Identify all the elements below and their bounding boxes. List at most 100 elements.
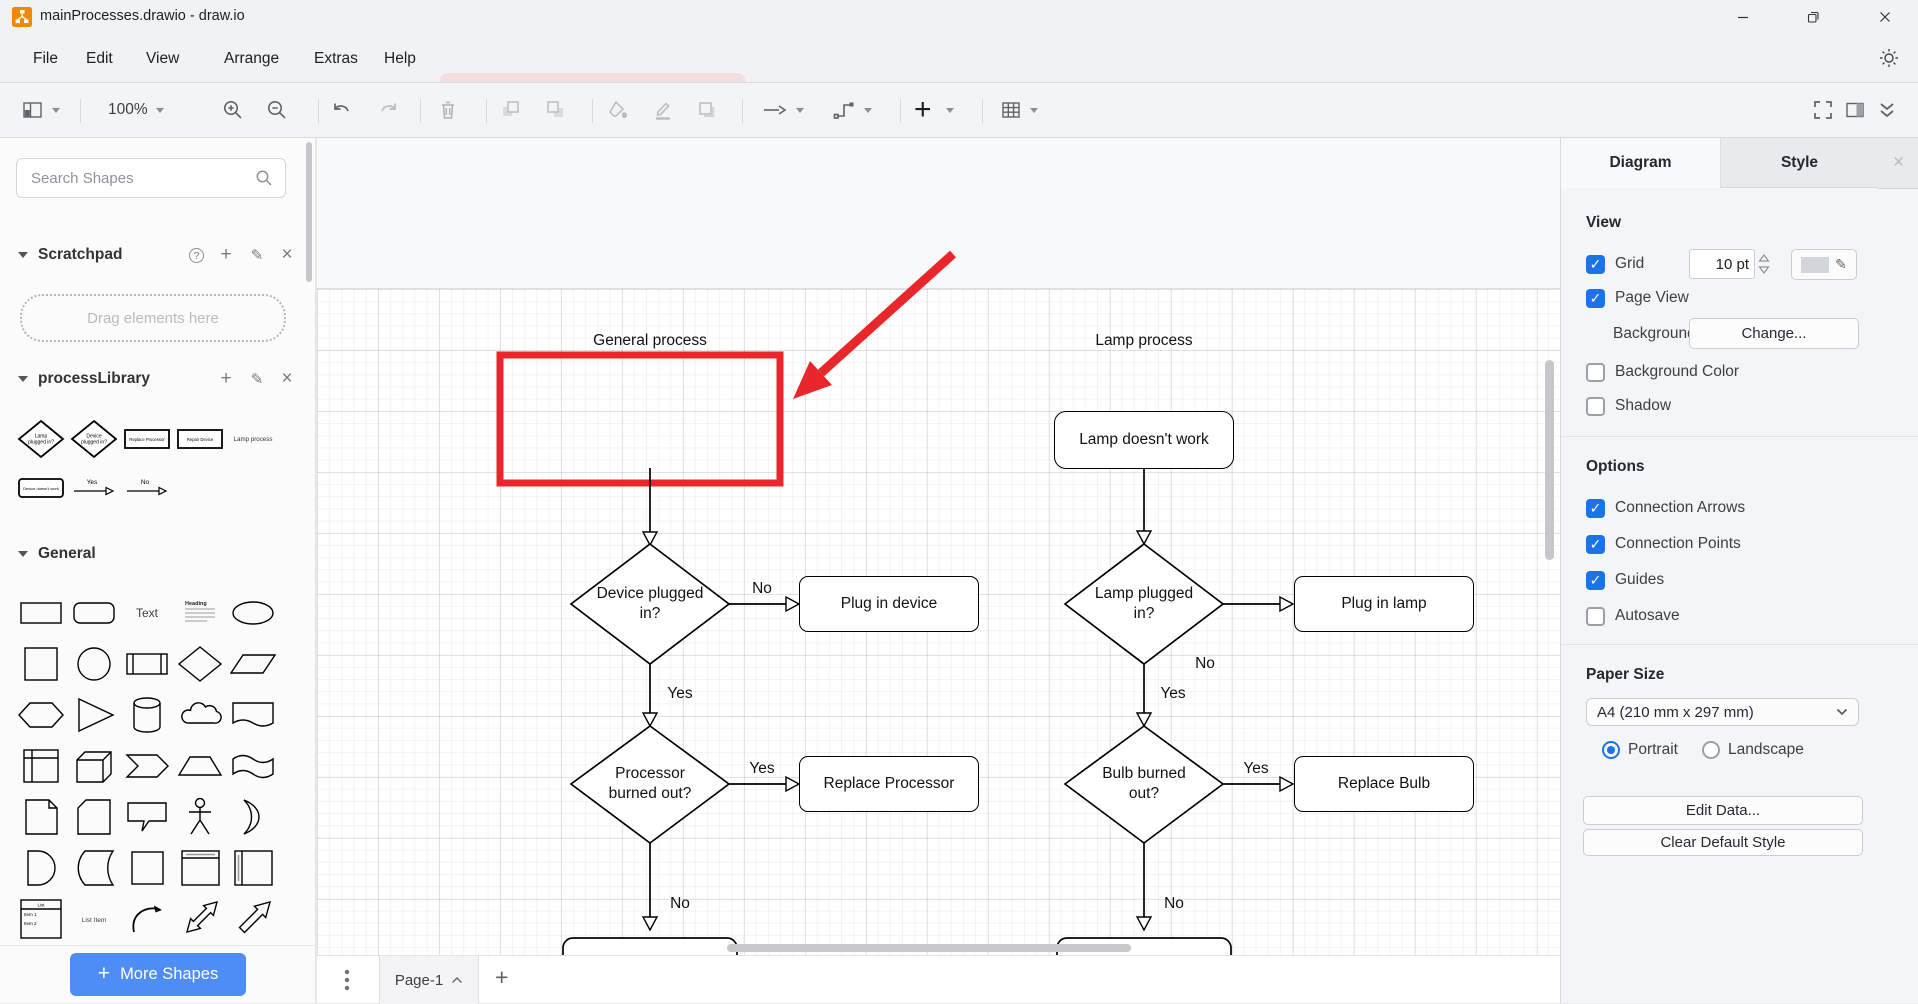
connection-points-checkbox[interactable]: ✓ [1586,534,1605,554]
shape-trapezoid[interactable] [173,740,226,791]
plug-in-lamp-node[interactable]: Plug in lamp [1294,576,1474,632]
shape-replace-processor[interactable]: Replace Processor [120,414,173,463]
format-panel-toggle-icon[interactable] [1844,93,1866,127]
lamp-plugged-in-label[interactable]: Lamp plugged in? [1094,584,1194,622]
line-color-icon[interactable] [652,93,674,127]
device-plugged-in-label[interactable]: Device plugged in? [596,584,704,622]
search-shapes-box[interactable] [16,158,286,198]
waypoint-style-icon[interactable] [832,93,856,127]
table-caret[interactable] [1030,93,1038,127]
scratchpad-help-icon[interactable]: ? [189,247,204,263]
process-library-section-header[interactable]: processLibrary + ✎ × [0,366,315,392]
shape-lamp-process-text[interactable]: Lamp process [226,414,279,463]
view-panels-caret[interactable] [52,93,60,127]
replace-bulb-node[interactable]: Replace Bulb [1294,756,1474,812]
shape-textbox[interactable]: Heading [173,587,226,638]
theme-toggle-icon[interactable] [1878,47,1900,74]
search-input[interactable] [29,168,255,188]
edge-label-yes[interactable]: Yes [667,685,693,702]
connection-style-icon[interactable] [762,93,788,127]
grid-size-stepper[interactable] [1757,249,1771,284]
to-back-icon[interactable] [545,93,567,127]
edge-label-no[interactable]: No [670,895,690,912]
shape-arrow[interactable] [226,893,279,944]
shape-hexagon[interactable] [14,689,67,740]
paper-size-select[interactable]: A4 (210 mm x 297 mm) [1586,698,1859,726]
zoom-level-dropdown[interactable]: 100% [108,93,165,127]
shape-cube[interactable] [67,740,120,791]
page-tab[interactable]: Page-1 [379,956,479,1004]
menu-help[interactable]: Help [384,50,416,67]
autosave-checkbox[interactable] [1586,606,1605,626]
shape-cylinder[interactable] [120,689,173,740]
shape-rectangle[interactable] [14,587,67,638]
minimize-button[interactable] [1720,0,1766,34]
tab-style[interactable]: Style [1721,138,1878,188]
lamp-process-title[interactable]: Lamp process [1095,332,1193,349]
close-window-button[interactable] [1862,0,1908,34]
shape-square[interactable] [14,638,67,689]
connection-arrows-checkbox[interactable]: ✓ [1586,498,1605,518]
grid-color-button[interactable]: ✎ [1791,249,1857,280]
waypoint-style-caret[interactable] [864,93,872,127]
edge-label-yes[interactable]: Yes [749,760,775,777]
fill-color-icon[interactable] [606,93,628,127]
replace-processor-node[interactable]: Replace Processor [799,756,979,812]
shape-no-edge[interactable]: No [120,463,173,512]
menu-arrange[interactable]: Arrange [224,50,280,67]
table-icon[interactable] [1000,93,1022,127]
pages-menu-icon[interactable] [343,968,351,997]
canvas-horizontal-scrollbar[interactable] [727,944,1131,952]
shape-container[interactable] [173,842,226,893]
grid-checkbox[interactable]: ✓ [1586,254,1605,274]
scratchpad-drop-area[interactable]: Drag elements here [20,294,286,342]
shape-cloud[interactable] [173,689,226,740]
view-panels-icon[interactable] [22,93,44,127]
general-process-title[interactable]: General process [593,332,707,349]
panel-close-icon[interactable]: × [1878,138,1918,189]
connection-style-caret[interactable] [796,93,804,127]
more-shapes-button[interactable]: + More Shapes [70,953,246,996]
diagram-canvas[interactable]: General process Lamp process Plug in dev… [317,138,1560,955]
processor-burned-out-label[interactable]: Processor burned out? [608,764,692,802]
insert-caret[interactable] [946,93,954,127]
shape-data-storage[interactable] [67,842,120,893]
shape-list-item[interactable]: List Item [67,893,120,944]
landscape-radio[interactable] [1701,741,1720,759]
shape-yes-edge[interactable]: Yes [67,463,120,512]
shape-or[interactable] [226,791,279,842]
shape-actor[interactable] [173,791,226,842]
redo-icon[interactable] [376,93,400,127]
zoom-out-icon[interactable] [266,93,288,127]
menu-file[interactable]: File [33,50,58,67]
background-color-checkbox[interactable] [1586,362,1605,382]
library-add-icon[interactable]: + [220,368,232,389]
scratchpad-edit-icon[interactable]: ✎ [250,247,264,264]
portrait-radio[interactable] [1602,741,1620,759]
edge-label-yes[interactable]: Yes [1160,685,1186,702]
edge-label-no[interactable]: No [1164,895,1184,912]
shape-bidirectional-arrow[interactable] [173,893,226,944]
undo-icon[interactable] [330,93,354,127]
sidebar-scrollbar[interactable] [306,142,312,282]
change-background-button[interactable]: Change... [1689,318,1859,349]
shape-curve[interactable] [120,893,173,944]
shape-rounded-rectangle[interactable] [67,587,120,638]
fullscreen-icon[interactable] [1812,93,1834,127]
shape-card[interactable] [67,791,120,842]
clear-default-style-button[interactable]: Clear Default Style [1583,829,1863,856]
shadow-icon[interactable] [696,93,718,127]
delete-icon[interactable] [438,93,458,127]
menu-edit[interactable]: Edit [86,50,113,67]
grid-size-input[interactable]: 10 pt [1689,249,1755,279]
collapse-toolbar-icon[interactable] [1876,93,1898,127]
library-edit-icon[interactable]: ✎ [250,371,264,388]
insert-icon[interactable]: + [914,93,932,126]
shape-text[interactable]: Text [120,587,173,638]
menu-extras[interactable]: Extras [314,50,358,67]
guides-checkbox[interactable]: ✓ [1586,570,1605,590]
shape-device-doesnt-work[interactable]: Device doesn't work [14,463,67,512]
edge-label-no[interactable]: No [1195,655,1215,672]
shape-callout[interactable] [120,791,173,842]
shape-internal-storage[interactable] [14,740,67,791]
